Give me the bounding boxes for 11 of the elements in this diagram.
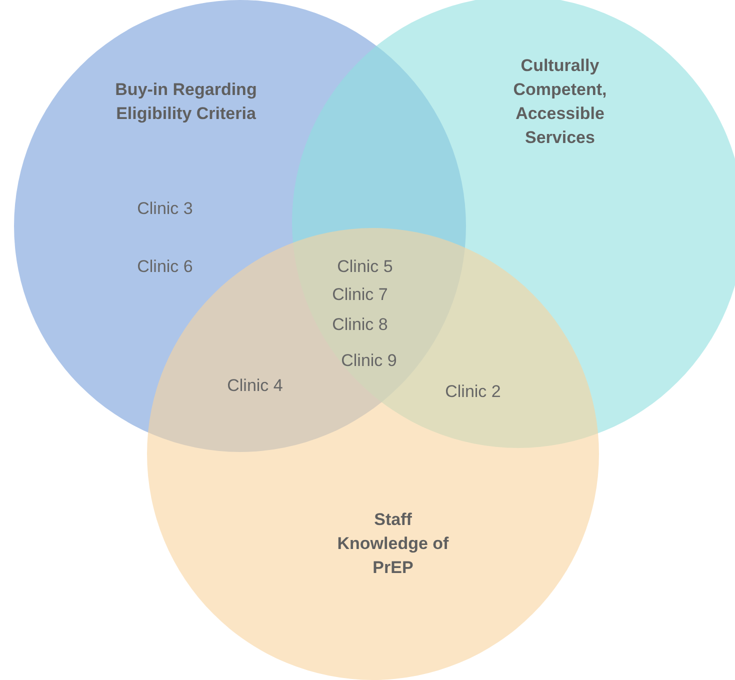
clinic-label: Clinic 7 xyxy=(332,285,388,305)
clinic-label: Clinic 9 xyxy=(341,351,397,371)
clinic-label: Clinic 6 xyxy=(137,257,193,277)
clinic-label: Clinic 2 xyxy=(445,382,501,402)
clinic-label: Clinic 3 xyxy=(137,199,193,219)
clinic-label: Clinic 8 xyxy=(332,315,388,335)
clinic-label: Clinic 4 xyxy=(227,376,283,396)
set-heading: Staff Knowledge of PrEP xyxy=(336,509,450,579)
clinic-label: Clinic 5 xyxy=(337,257,393,277)
set-heading: Culturally Competent, Accessible Services xyxy=(512,55,608,149)
set-heading: Buy-in Regarding Eligibility Criteria xyxy=(114,79,258,125)
